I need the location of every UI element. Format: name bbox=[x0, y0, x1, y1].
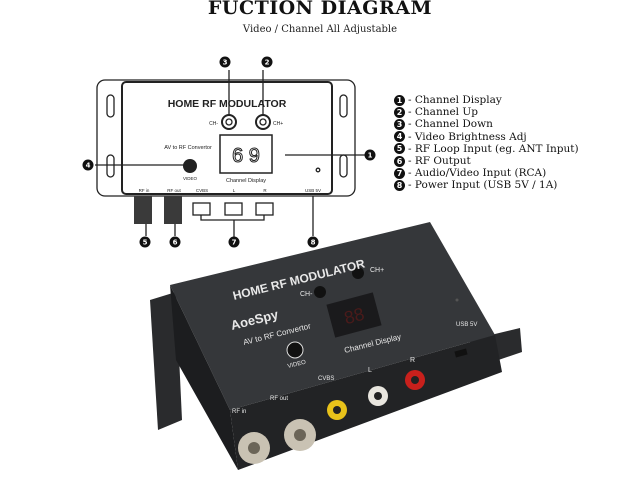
r-port bbox=[255, 202, 274, 216]
legend-text: - Video Brightness Adj bbox=[408, 130, 527, 143]
marker-7: 7 bbox=[232, 239, 237, 247]
marker-8: 8 bbox=[311, 239, 316, 247]
ch-minus-button-inner bbox=[225, 118, 233, 126]
device-body bbox=[121, 81, 333, 195]
legend-number: 8 bbox=[394, 180, 405, 192]
converter-label: AV to RF Convertor bbox=[164, 145, 212, 151]
photo-ch-minus-button bbox=[314, 286, 326, 298]
legend-text: - Power Input (USB 5V / 1A) bbox=[408, 179, 558, 192]
l-port bbox=[224, 202, 243, 216]
page-title: FUCTION DIAGRAM bbox=[207, 0, 433, 19]
video-knob bbox=[183, 159, 197, 173]
legend-number: 5 bbox=[394, 143, 405, 155]
legend-item: 5- RF Loop Input (eg. ANT Input) bbox=[394, 143, 579, 155]
photo-usb-label: USB 5V bbox=[456, 322, 477, 328]
marker-1: 1 bbox=[368, 152, 373, 160]
photo-l-label: L bbox=[368, 367, 372, 374]
mounting-plate bbox=[96, 79, 356, 197]
rf-out-connector bbox=[164, 196, 182, 224]
cvbs-port bbox=[192, 202, 211, 216]
photo-led bbox=[455, 298, 459, 302]
legend-text: - Channel Up bbox=[408, 106, 478, 119]
legend-number: 7 bbox=[394, 167, 405, 179]
legend-text: - RF Loop Input (eg. ANT Input) bbox=[408, 142, 579, 155]
photo-display bbox=[326, 292, 382, 338]
device-title: HOME RF MODULATOR bbox=[168, 98, 287, 110]
ch-plus-button bbox=[255, 114, 271, 130]
marker-6: 6 bbox=[173, 239, 178, 247]
legend-item: 4- Video Brightness Adj bbox=[394, 131, 579, 143]
mount-slot bbox=[106, 154, 115, 178]
display-label: Channel Display bbox=[226, 178, 266, 184]
legend-text: - Audio/Video Input (RCA) bbox=[408, 167, 547, 180]
rf-out-label: RF out bbox=[167, 188, 181, 193]
av-bracket-line bbox=[200, 215, 265, 238]
marker-5: 5 bbox=[143, 239, 148, 247]
photo-ch-minus-label: CH- bbox=[300, 291, 313, 298]
legend: 1- Channel Display 2- Channel Up 3- Chan… bbox=[394, 94, 579, 192]
cvbs-label: CVBS bbox=[196, 188, 208, 193]
legend-number: 1 bbox=[394, 94, 405, 106]
legend-item: 2- Channel Up bbox=[394, 106, 579, 118]
legend-number: 4 bbox=[394, 131, 405, 143]
device-side-face bbox=[170, 285, 238, 470]
ch-minus-label: CH- bbox=[209, 121, 218, 127]
legend-number: 2 bbox=[394, 106, 405, 118]
legend-item: 8- Power Input (USB 5V / 1A) bbox=[394, 179, 579, 191]
photo-cvbs-label: CVBS bbox=[318, 376, 334, 382]
legend-item: 1- Channel Display bbox=[394, 94, 579, 106]
photo-video-label: VIDEO bbox=[287, 360, 307, 370]
legend-number: 6 bbox=[394, 155, 405, 167]
mount-slot bbox=[106, 94, 115, 118]
l-label: L bbox=[233, 188, 236, 193]
r-label: R bbox=[263, 188, 267, 193]
legend-number: 3 bbox=[394, 119, 405, 130]
photo-usb-port bbox=[454, 348, 468, 358]
video-label: VIDEO bbox=[183, 176, 198, 181]
rf-in-label: RF in bbox=[139, 188, 150, 193]
page-subtitle: Video / Channel All Adjustable bbox=[242, 24, 398, 35]
usb-label: USB 5V bbox=[305, 188, 321, 193]
marker-4: 4 bbox=[86, 162, 91, 170]
product-photo: 88 HOME RF MODULATOR AoeSpy AV to RF Con… bbox=[150, 222, 522, 470]
photo-r-label: R bbox=[410, 357, 415, 364]
mount-slot bbox=[339, 94, 348, 118]
power-led bbox=[315, 167, 321, 173]
photo-rf-in-label: RF in bbox=[232, 409, 246, 415]
ch-plus-label: CH+ bbox=[273, 121, 283, 127]
mount-slot bbox=[339, 154, 348, 178]
legend-item: 3- Channel Down bbox=[394, 118, 579, 130]
ch-plus-button-inner bbox=[259, 118, 267, 126]
marker-2: 2 bbox=[265, 59, 270, 67]
rf-in-connector bbox=[134, 196, 152, 224]
photo-video-knob bbox=[286, 341, 304, 359]
channel-display bbox=[219, 134, 273, 174]
legend-text: - Channel Down bbox=[408, 118, 493, 131]
legend-text: - Channel Display bbox=[408, 94, 502, 106]
ch-minus-button bbox=[221, 114, 237, 130]
photo-rf-out-label: RF out bbox=[270, 396, 288, 402]
photo-ch-plus-label: CH+ bbox=[370, 267, 384, 274]
photo-ch-plus-button bbox=[352, 267, 364, 279]
display-digits: 6 9 bbox=[232, 145, 260, 167]
legend-text: - RF Output bbox=[408, 155, 471, 168]
legend-item: 7- Audio/Video Input (RCA) bbox=[394, 167, 579, 179]
leader-lines bbox=[95, 70, 365, 236]
marker-3: 3 bbox=[223, 59, 228, 67]
legend-item: 6- RF Output bbox=[394, 155, 579, 167]
